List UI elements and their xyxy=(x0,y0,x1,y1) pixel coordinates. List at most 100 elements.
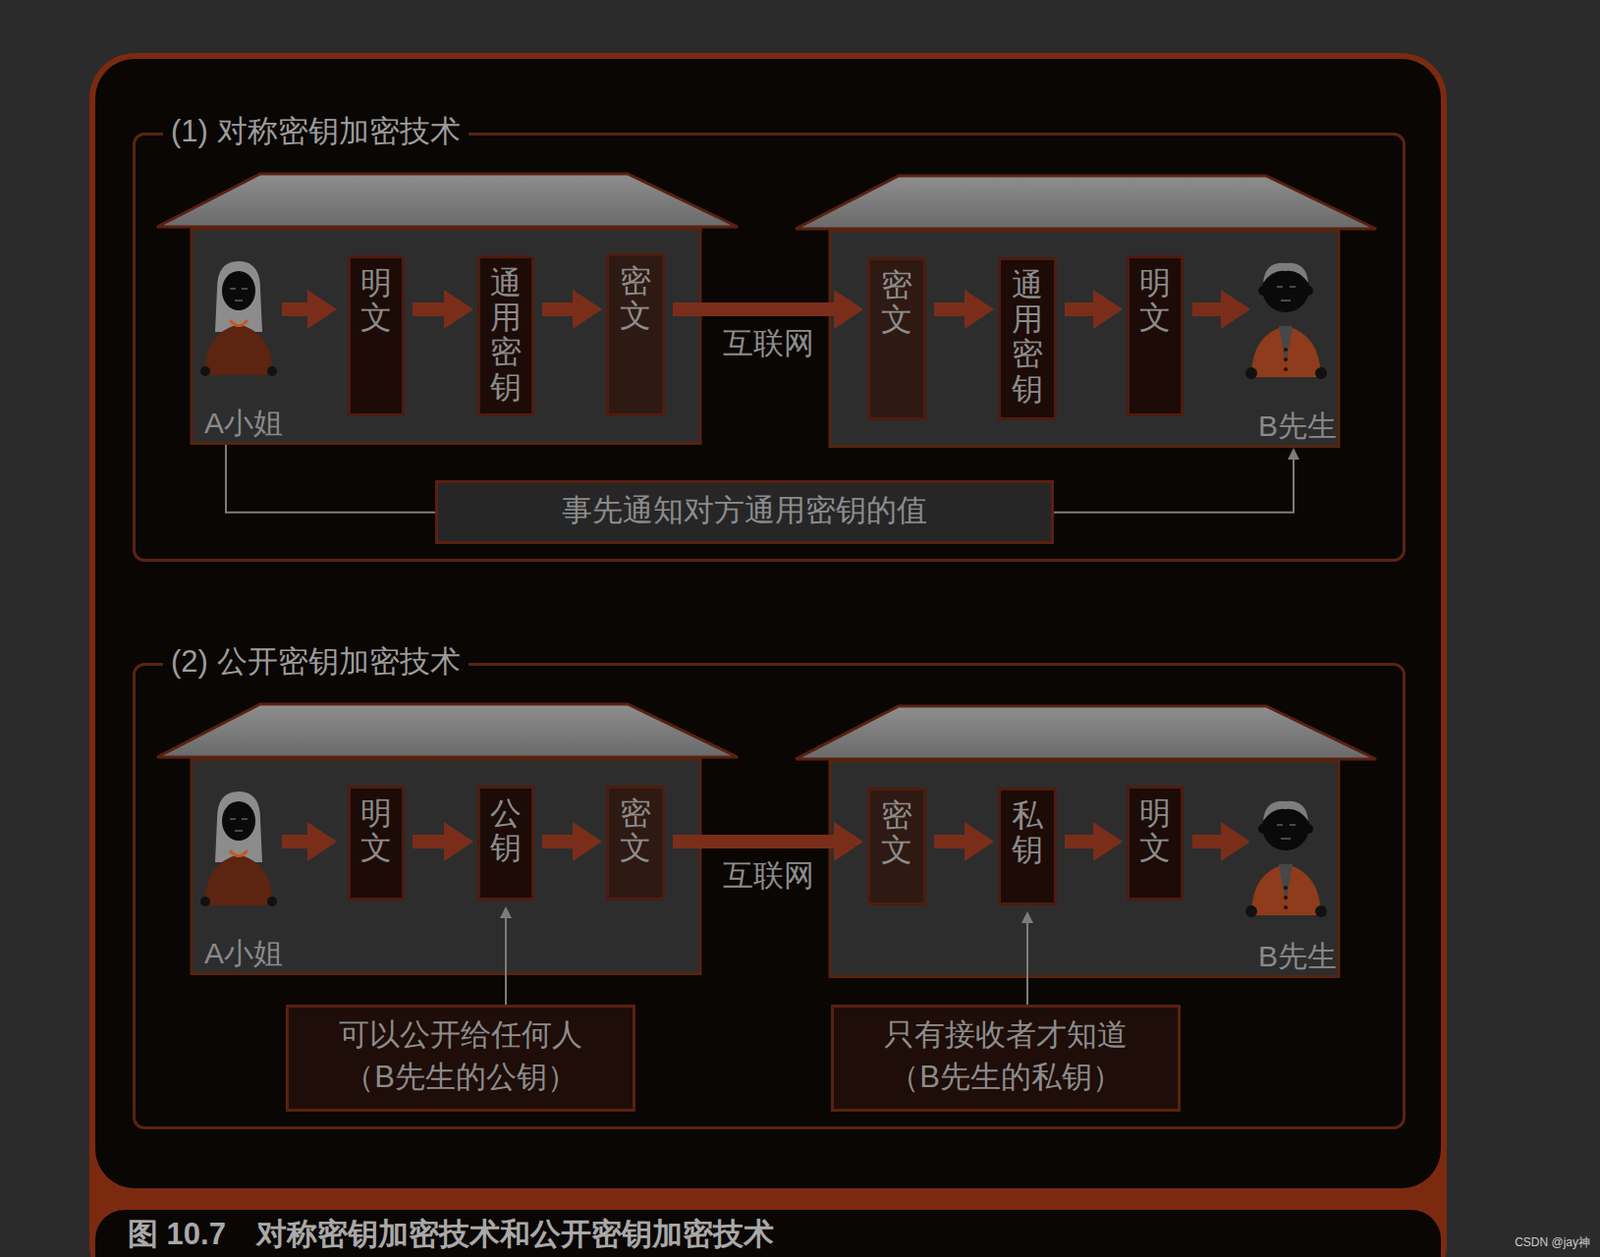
text: B先生 xyxy=(1258,408,1337,444)
text: 密文 xyxy=(881,798,913,868)
text: 互联网 xyxy=(722,325,815,363)
flow-arrow xyxy=(412,302,444,317)
text: 密文 xyxy=(619,796,652,866)
leader-arrow xyxy=(225,444,436,513)
person-name: A小姐 xyxy=(204,936,283,972)
edge-label: 互联网 xyxy=(718,857,819,895)
box-text: 公钥 xyxy=(480,796,532,866)
box-text: 明文 xyxy=(350,796,402,866)
flow-arrow xyxy=(1192,822,1251,862)
box-text: 事先通知对方通用密钥的值 xyxy=(438,483,1051,538)
box-text: 密文 xyxy=(870,268,924,337)
box-text: 通用密钥 xyxy=(480,266,532,405)
text: 互联网 xyxy=(722,857,815,895)
leader-arrow xyxy=(1026,923,1029,1005)
house-roof xyxy=(157,173,738,227)
key-box: 通用密钥 xyxy=(997,257,1057,421)
data-box: 密文 xyxy=(606,785,665,901)
text: 密文 xyxy=(881,268,913,337)
text: 事先通知对方通用密钥的值 xyxy=(438,483,1051,538)
note-box: 只有接收者才知道 （B先生的私钥） xyxy=(830,1004,1181,1112)
text: 私钥 xyxy=(1011,798,1044,868)
box-text: 密文 xyxy=(608,796,663,866)
box-text: 只有接收者才知道 （B先生的私钥） xyxy=(833,1007,1178,1105)
text: 通用密钥 xyxy=(490,266,522,405)
box-text: 私钥 xyxy=(1000,798,1054,868)
text: (1) 对称密钥加密技术 xyxy=(170,111,461,152)
box-text: 明文 xyxy=(350,266,402,335)
flow-arrow xyxy=(281,822,337,862)
watermark: CSDN @jay神 xyxy=(1514,1235,1591,1250)
box-text: 可以公开给任何人 （B先生的公钥） xyxy=(288,1007,633,1105)
person-name: A小姐 xyxy=(204,405,283,442)
text: 密文 xyxy=(619,264,652,333)
note-box: 可以公开给任何人 （B先生的公钥） xyxy=(285,1004,636,1112)
flow-arrow xyxy=(412,834,444,849)
edge-label: 互联网 xyxy=(718,325,819,363)
data-box: 明文 xyxy=(347,255,405,417)
text: 明文 xyxy=(1139,266,1171,335)
text: 通用密钥 xyxy=(1011,268,1044,407)
house-body xyxy=(829,761,1339,978)
data-box: 明文 xyxy=(1126,785,1184,901)
flow-arrow xyxy=(1064,834,1094,849)
inner-panel xyxy=(95,58,1441,1189)
woman-figure xyxy=(200,261,277,377)
text: (2) 公开密钥加密技术 xyxy=(170,642,461,682)
leader-arrow xyxy=(1053,459,1294,513)
text: 图 10.7 对称密钥加密技术和公开密钥加密技术 xyxy=(127,1217,774,1252)
key-box: 私钥 xyxy=(997,787,1057,906)
flow-arrow xyxy=(542,302,573,317)
section-heading: (2) 公开密钥加密技术 xyxy=(163,642,469,682)
data-box: 明文 xyxy=(347,785,405,901)
section-heading: (1) 对称密钥加密技术 xyxy=(163,111,469,152)
box-text: 密文 xyxy=(870,798,924,868)
text: 明文 xyxy=(1139,796,1171,866)
box-text: 通用密钥 xyxy=(1000,268,1054,407)
note-box: 事先通知对方通用密钥的值 xyxy=(435,480,1054,545)
data-box: 密文 xyxy=(867,787,927,906)
text: A小姐 xyxy=(204,936,283,972)
person-name: B先生 xyxy=(1258,408,1337,444)
flow-arrow xyxy=(542,834,573,849)
caption-band xyxy=(95,1210,1441,1257)
text: 明文 xyxy=(360,266,392,335)
house-body xyxy=(191,228,701,444)
woman-figure xyxy=(200,791,277,907)
data-box: 密文 xyxy=(606,253,665,417)
man-figure xyxy=(1245,263,1327,380)
data-box: 明文 xyxy=(1126,255,1184,417)
text: 可以公开给任何人 （B先生的公钥） xyxy=(288,1007,633,1105)
data-box: 密文 xyxy=(867,257,927,421)
box-text: 密文 xyxy=(608,264,663,333)
text: CSDN @jay神 xyxy=(1514,1235,1591,1250)
person-name: B先生 xyxy=(1258,938,1337,975)
house-roof xyxy=(795,175,1377,229)
text: B先生 xyxy=(1258,938,1337,975)
flow-arrow xyxy=(672,302,834,317)
man-figure xyxy=(1245,801,1327,918)
flow-arrow xyxy=(281,289,337,330)
flow-arrow xyxy=(934,834,965,849)
box-text: 明文 xyxy=(1129,266,1181,335)
flow-arrow xyxy=(672,834,834,849)
flow-arrow xyxy=(1064,302,1094,317)
flow-arrow xyxy=(1192,289,1251,330)
text: 公钥 xyxy=(490,796,522,866)
figure-caption: 图 10.7 对称密钥加密技术和公开密钥加密技术 xyxy=(127,1217,774,1252)
section-box: 明文 公钥 密文 A小姐 密文 私钥 明文 B先生可以公开给任何人 （B先生的公钥） 只有接收者… xyxy=(132,662,1406,1130)
text: A小姐 xyxy=(204,405,283,442)
outer-frame xyxy=(89,53,1447,1257)
house-body xyxy=(829,230,1339,447)
box-text: 明文 xyxy=(1129,796,1181,866)
flow-arrow xyxy=(934,302,965,317)
house-body xyxy=(191,759,701,975)
key-box: 通用密钥 xyxy=(477,255,535,417)
house-roof xyxy=(795,706,1377,760)
text: 只有接收者才知道 （B先生的私钥） xyxy=(833,1007,1178,1105)
